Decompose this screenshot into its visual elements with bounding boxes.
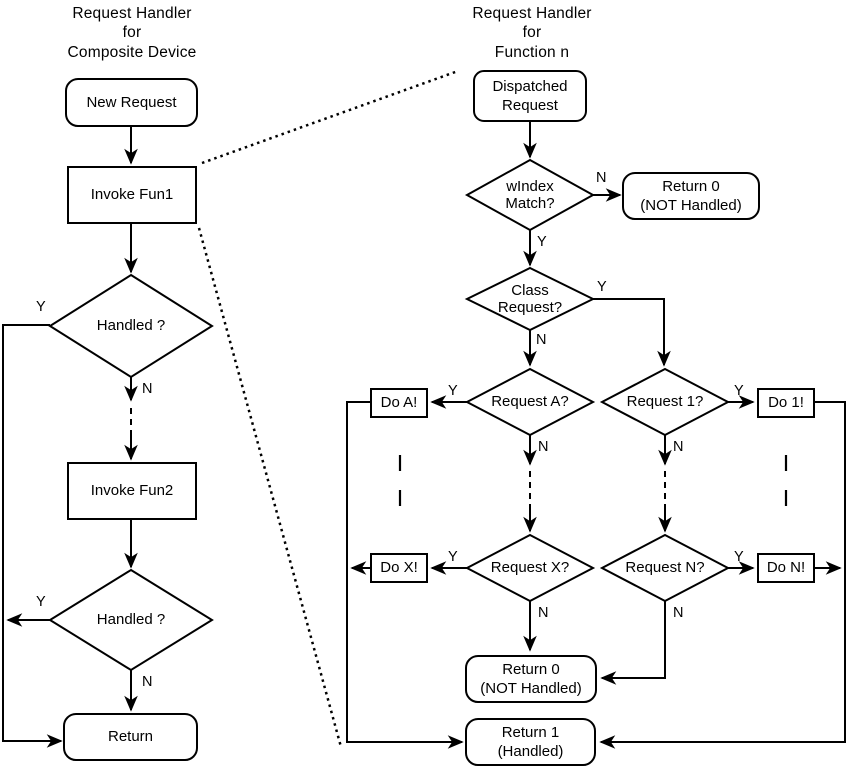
edge-label-windex-yes: Y [537, 234, 547, 250]
edge-label-requestx-no: N [538, 605, 549, 621]
node-return-0-bottom: Return 0 (NOT Handled) [465, 655, 597, 703]
node-request-x: Request X? [490, 559, 570, 577]
diamond-request-n [599, 533, 731, 603]
edge-label-requesta-no: N [538, 439, 549, 455]
node-return: Return [63, 713, 198, 761]
node-handled-1: Handled ? [96, 317, 166, 335]
node-request-1: Request 1? [626, 393, 704, 411]
edge-label-handled2-no: N [142, 674, 153, 690]
diamond-request-1 [599, 367, 731, 437]
edge-label-handled2-yes: Y [36, 594, 46, 610]
zoom-dotted-line-top [201, 69, 459, 165]
node-invoke-fun2: Invoke Fun2 [67, 462, 197, 520]
edge-label-handled1-yes: Y [36, 299, 46, 315]
diamond-request-a [464, 367, 596, 437]
edge-label-class-no: N [536, 332, 547, 348]
node-do-a: Do A! [370, 388, 428, 418]
node-request-n: Request N? [625, 559, 705, 577]
node-windex-match: wIndex Match? [505, 177, 555, 212]
diamond-class-request [464, 266, 596, 332]
edge-label-request1-yes: Y [734, 383, 744, 399]
edge-label-requesta-yes: Y [448, 383, 458, 399]
diamond-windex-match [464, 158, 596, 232]
zoom-dotted-line-bottom [197, 227, 343, 748]
diamond-request-x [464, 533, 596, 603]
diamond-handled-2 [48, 568, 214, 672]
node-new-request: New Request [65, 78, 198, 127]
node-return-0-top: Return 0 (NOT Handled) [622, 172, 760, 220]
edge-class-yes [593, 298, 671, 367]
edge-doa-loop-to-return1 [346, 401, 464, 749]
node-invoke-fun1: Invoke Fun1 [67, 166, 197, 224]
edge-label-requestn-yes: Y [734, 549, 744, 565]
edge-requestn-no [600, 601, 666, 685]
right-chart-title: Request Handler for Function n [472, 5, 592, 61]
node-handled-2: Handled ? [96, 611, 166, 629]
edge-label-windex-no: N [596, 170, 607, 186]
node-class-request: Class Request? [497, 281, 563, 316]
diamond-handled-1 [48, 273, 214, 379]
edge-label-requestn-no: N [673, 605, 684, 621]
node-do-1: Do 1! [757, 388, 815, 418]
edge-handled1-yes-loop [2, 324, 63, 748]
node-request-a: Request A? [491, 393, 569, 411]
edge-label-request1-no: N [673, 439, 684, 455]
left-chart-title: Request Handler for Composite Device [67, 5, 197, 61]
node-do-n: Do N! [757, 553, 815, 583]
edge-label-requestx-yes: Y [448, 549, 458, 565]
node-dispatched-request: Dispatched Request [473, 70, 587, 122]
edge-label-class-yes: Y [597, 279, 607, 295]
node-return-1: Return 1 (Handled) [465, 718, 596, 766]
node-do-x: Do X! [370, 553, 428, 583]
edge-label-handled1-no: N [142, 381, 153, 397]
edge-do1-loop-to-return1 [599, 401, 846, 749]
